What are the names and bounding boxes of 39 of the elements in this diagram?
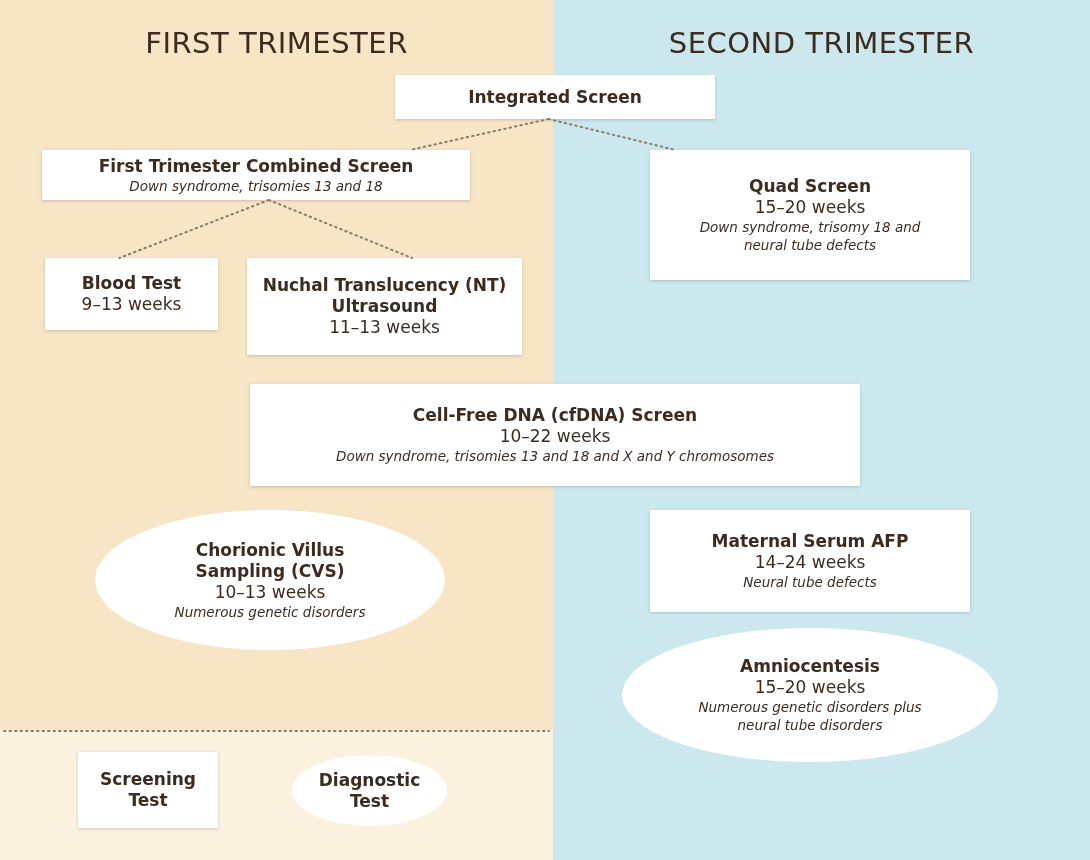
screening-box	[650, 150, 970, 280]
screening-box	[395, 75, 715, 119]
weeks-text: 15–20 weeks	[754, 677, 866, 698]
conditions-text: Down syndrome, trisomies 13 and 18 and X and Y chromosomes	[336, 447, 774, 465]
conditions-text: Down syndrome, trisomy 18 and neural tube defects	[698, 218, 922, 254]
weeks-text: 14–24 weeks	[754, 552, 866, 573]
screening-box	[45, 258, 218, 330]
dotted-connector	[118, 199, 270, 259]
test-name: Maternal Serum AFP	[711, 531, 909, 552]
test-name: Blood Test	[81, 273, 182, 294]
test-name: Amniocentesis	[740, 656, 880, 677]
dotted-connector	[409, 118, 550, 151]
column-heading: FIRST TRIMESTER	[144, 26, 409, 60]
weeks-text: 10–13 weeks	[214, 581, 326, 603]
column-heading: SECOND TRIMESTER	[667, 26, 976, 60]
screening-box	[247, 258, 522, 355]
test-name: Quad Screen	[749, 176, 871, 197]
diagnostic-ellipse	[622, 628, 998, 762]
weeks-text: 10–22 weeks	[499, 426, 611, 447]
screening-box	[250, 384, 860, 486]
test-name: Integrated Screen	[468, 86, 642, 108]
weeks-text: 11–13 weeks	[329, 317, 440, 338]
test-name: Cell-Free DNA (cfDNA) Screen	[412, 405, 698, 426]
test-name: Chorionic Villus Sampling (CVS)	[194, 539, 346, 582]
conditions-text: Numerous genetic disorders plus neural tube disorders	[697, 698, 923, 734]
weeks-text: 15–20 weeks	[754, 197, 866, 218]
legend-label: Diagnostic Test	[317, 769, 422, 812]
screening-box	[650, 510, 970, 612]
dotted-connector	[267, 199, 413, 259]
screening-box	[42, 150, 470, 200]
weeks-text: 9–13 weeks	[81, 294, 182, 315]
diagnostic-ellipse	[95, 510, 445, 650]
conditions-text: Numerous genetic disorders	[174, 602, 366, 621]
conditions-text: Neural tube defects	[743, 573, 877, 591]
test-name: Nuchal Translucency (NT) Ultrasound	[261, 275, 508, 317]
test-name: First Trimester Combined Screen	[98, 155, 414, 177]
conditions-text: Down syndrome, trisomies 13 and 18	[129, 176, 383, 195]
legend-label: Screening Test	[99, 769, 197, 811]
dotted-connector	[547, 118, 677, 151]
